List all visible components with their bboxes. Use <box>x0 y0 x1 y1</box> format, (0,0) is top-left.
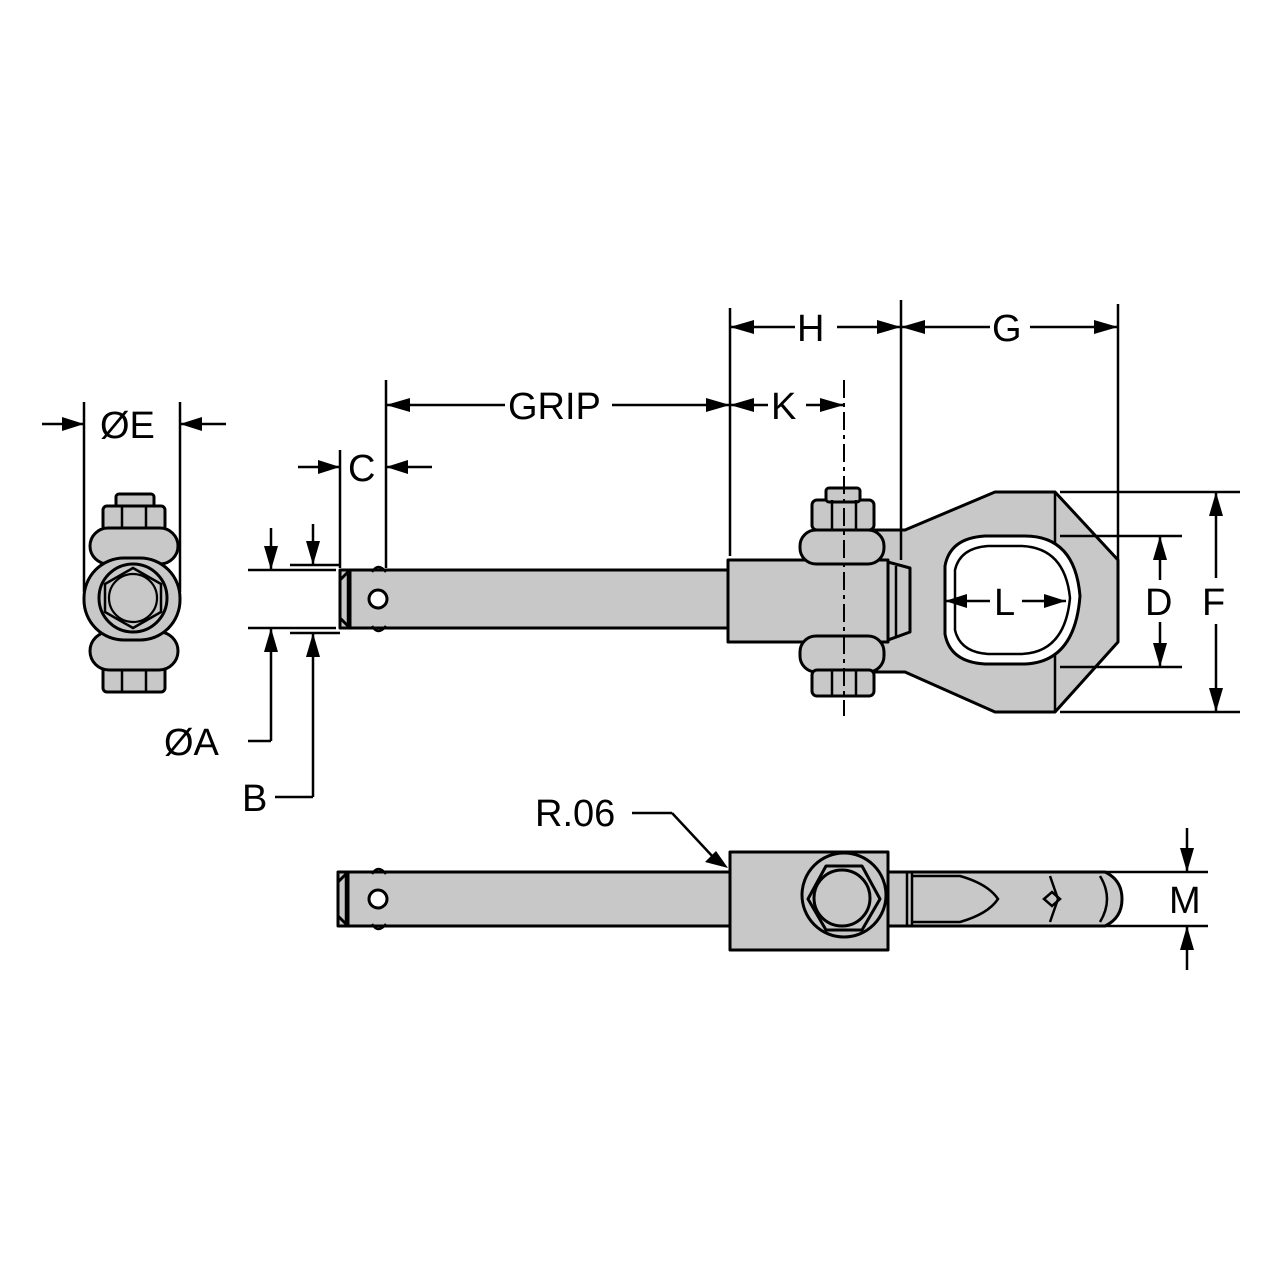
dimension-g: G <box>901 304 1120 560</box>
dimension-k: K <box>730 386 844 428</box>
label-l: L <box>994 582 1015 624</box>
dimension-m: M <box>1105 828 1208 970</box>
label-g: G <box>992 308 1022 350</box>
label-dia-a: ØA <box>164 722 220 764</box>
label-h: H <box>797 308 824 350</box>
end-view <box>82 492 182 694</box>
label-m: M <box>1169 880 1201 922</box>
label-dia-e: ØE <box>100 405 155 447</box>
label-grip: GRIP <box>508 386 601 428</box>
dimension-f: F <box>1060 490 1240 714</box>
label-k: K <box>771 386 796 428</box>
plan-view <box>336 850 1124 952</box>
dimension-dia-a: ØA <box>164 528 336 764</box>
dimension-c: C <box>298 448 432 568</box>
radius-callout: R.06 <box>535 793 728 868</box>
dimension-h: H <box>730 300 903 560</box>
label-b: B <box>242 778 267 820</box>
dimension-grip: GRIP <box>384 308 732 556</box>
label-c: C <box>348 448 375 490</box>
dimension-b: B <box>242 524 340 820</box>
side-view <box>338 380 1120 716</box>
label-radius: R.06 <box>535 793 615 835</box>
label-d: D <box>1145 582 1172 624</box>
label-f: F <box>1202 582 1225 624</box>
dimension-dia-e: ØE <box>42 402 226 592</box>
dimension-d: D <box>1060 534 1182 669</box>
dimension-l: L <box>945 582 1066 624</box>
